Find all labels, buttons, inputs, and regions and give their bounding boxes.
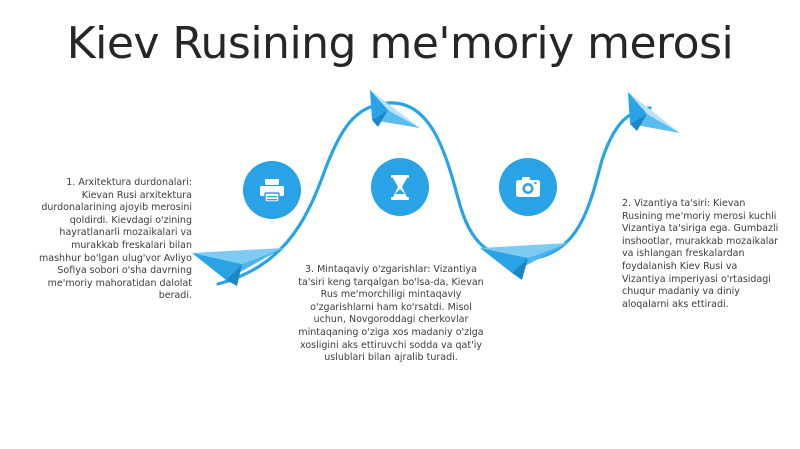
step-1-text: 1. Arxitektura durdonalari: Kievan Rusi …: [39, 177, 192, 302]
step-2-text: 2. Vizantiya ta'siri: Kievan Rusining me…: [622, 198, 779, 310]
paper-plane-icon-4: [628, 92, 680, 133]
paper-plane-icon-3: [480, 243, 568, 280]
hourglass-icon: [391, 175, 409, 200]
step-2-circle: [499, 158, 557, 216]
step-3-text: 3. Mintaqaviy o'zgarishlar: Vizantiya ta…: [298, 264, 484, 364]
page-title: Kiev Rusining me'moriy merosi: [66, 18, 734, 69]
camera-icon: [516, 177, 540, 197]
step-1-circle: [243, 161, 301, 219]
paper-plane-icon-2: [370, 90, 420, 128]
wave-path: [216, 101, 652, 286]
printer-icon: [260, 179, 284, 203]
paper-plane-icon-1: [192, 248, 283, 286]
step-3-circle: [371, 158, 429, 216]
